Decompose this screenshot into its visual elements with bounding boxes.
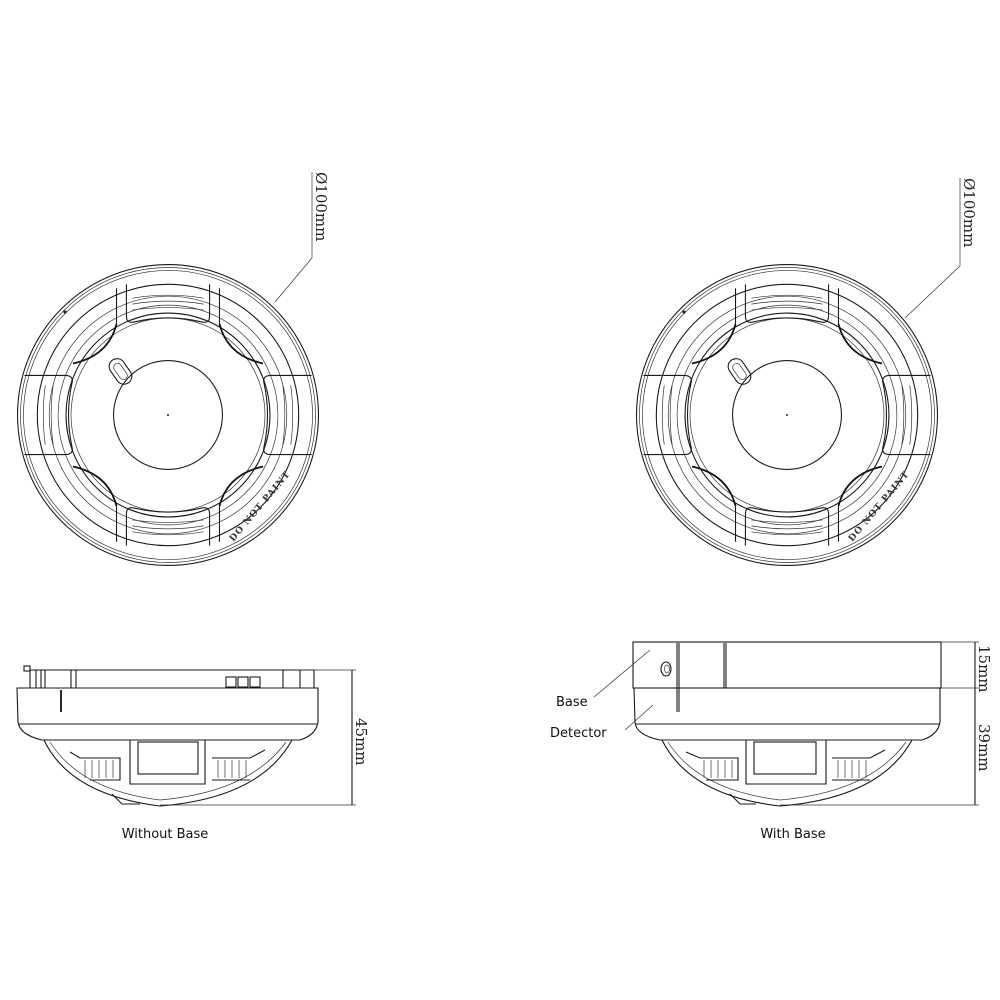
caption-with-base: With Base <box>760 827 825 842</box>
callout-base: Base <box>556 695 588 710</box>
height-label: 45mm <box>352 718 370 766</box>
diameter-leader-line <box>274 172 313 303</box>
detector-leader-line <box>624 704 654 731</box>
diameter-leader-line <box>904 178 961 319</box>
base-height-label: 15mm <box>975 645 993 693</box>
detector-body <box>633 687 941 741</box>
detector-height-label: 39mm <box>975 724 993 772</box>
side-view-with-base: Base Detector 15mm 39mm With Base <box>550 641 993 842</box>
base-leader-line <box>593 649 651 698</box>
diameter-label: Ø100mm <box>312 172 330 241</box>
top-view-with-base: DO NOT PAINT Ø100mm <box>635 178 978 567</box>
diameter-label: Ø100mm <box>960 178 978 247</box>
top-view-without-base: DO NOT PAINT Ø100mm <box>16 172 330 567</box>
side-view-without-base: 45mm Without Base <box>16 665 370 842</box>
callout-detector: Detector <box>550 726 607 741</box>
caption-without-base: Without Base <box>122 827 209 842</box>
